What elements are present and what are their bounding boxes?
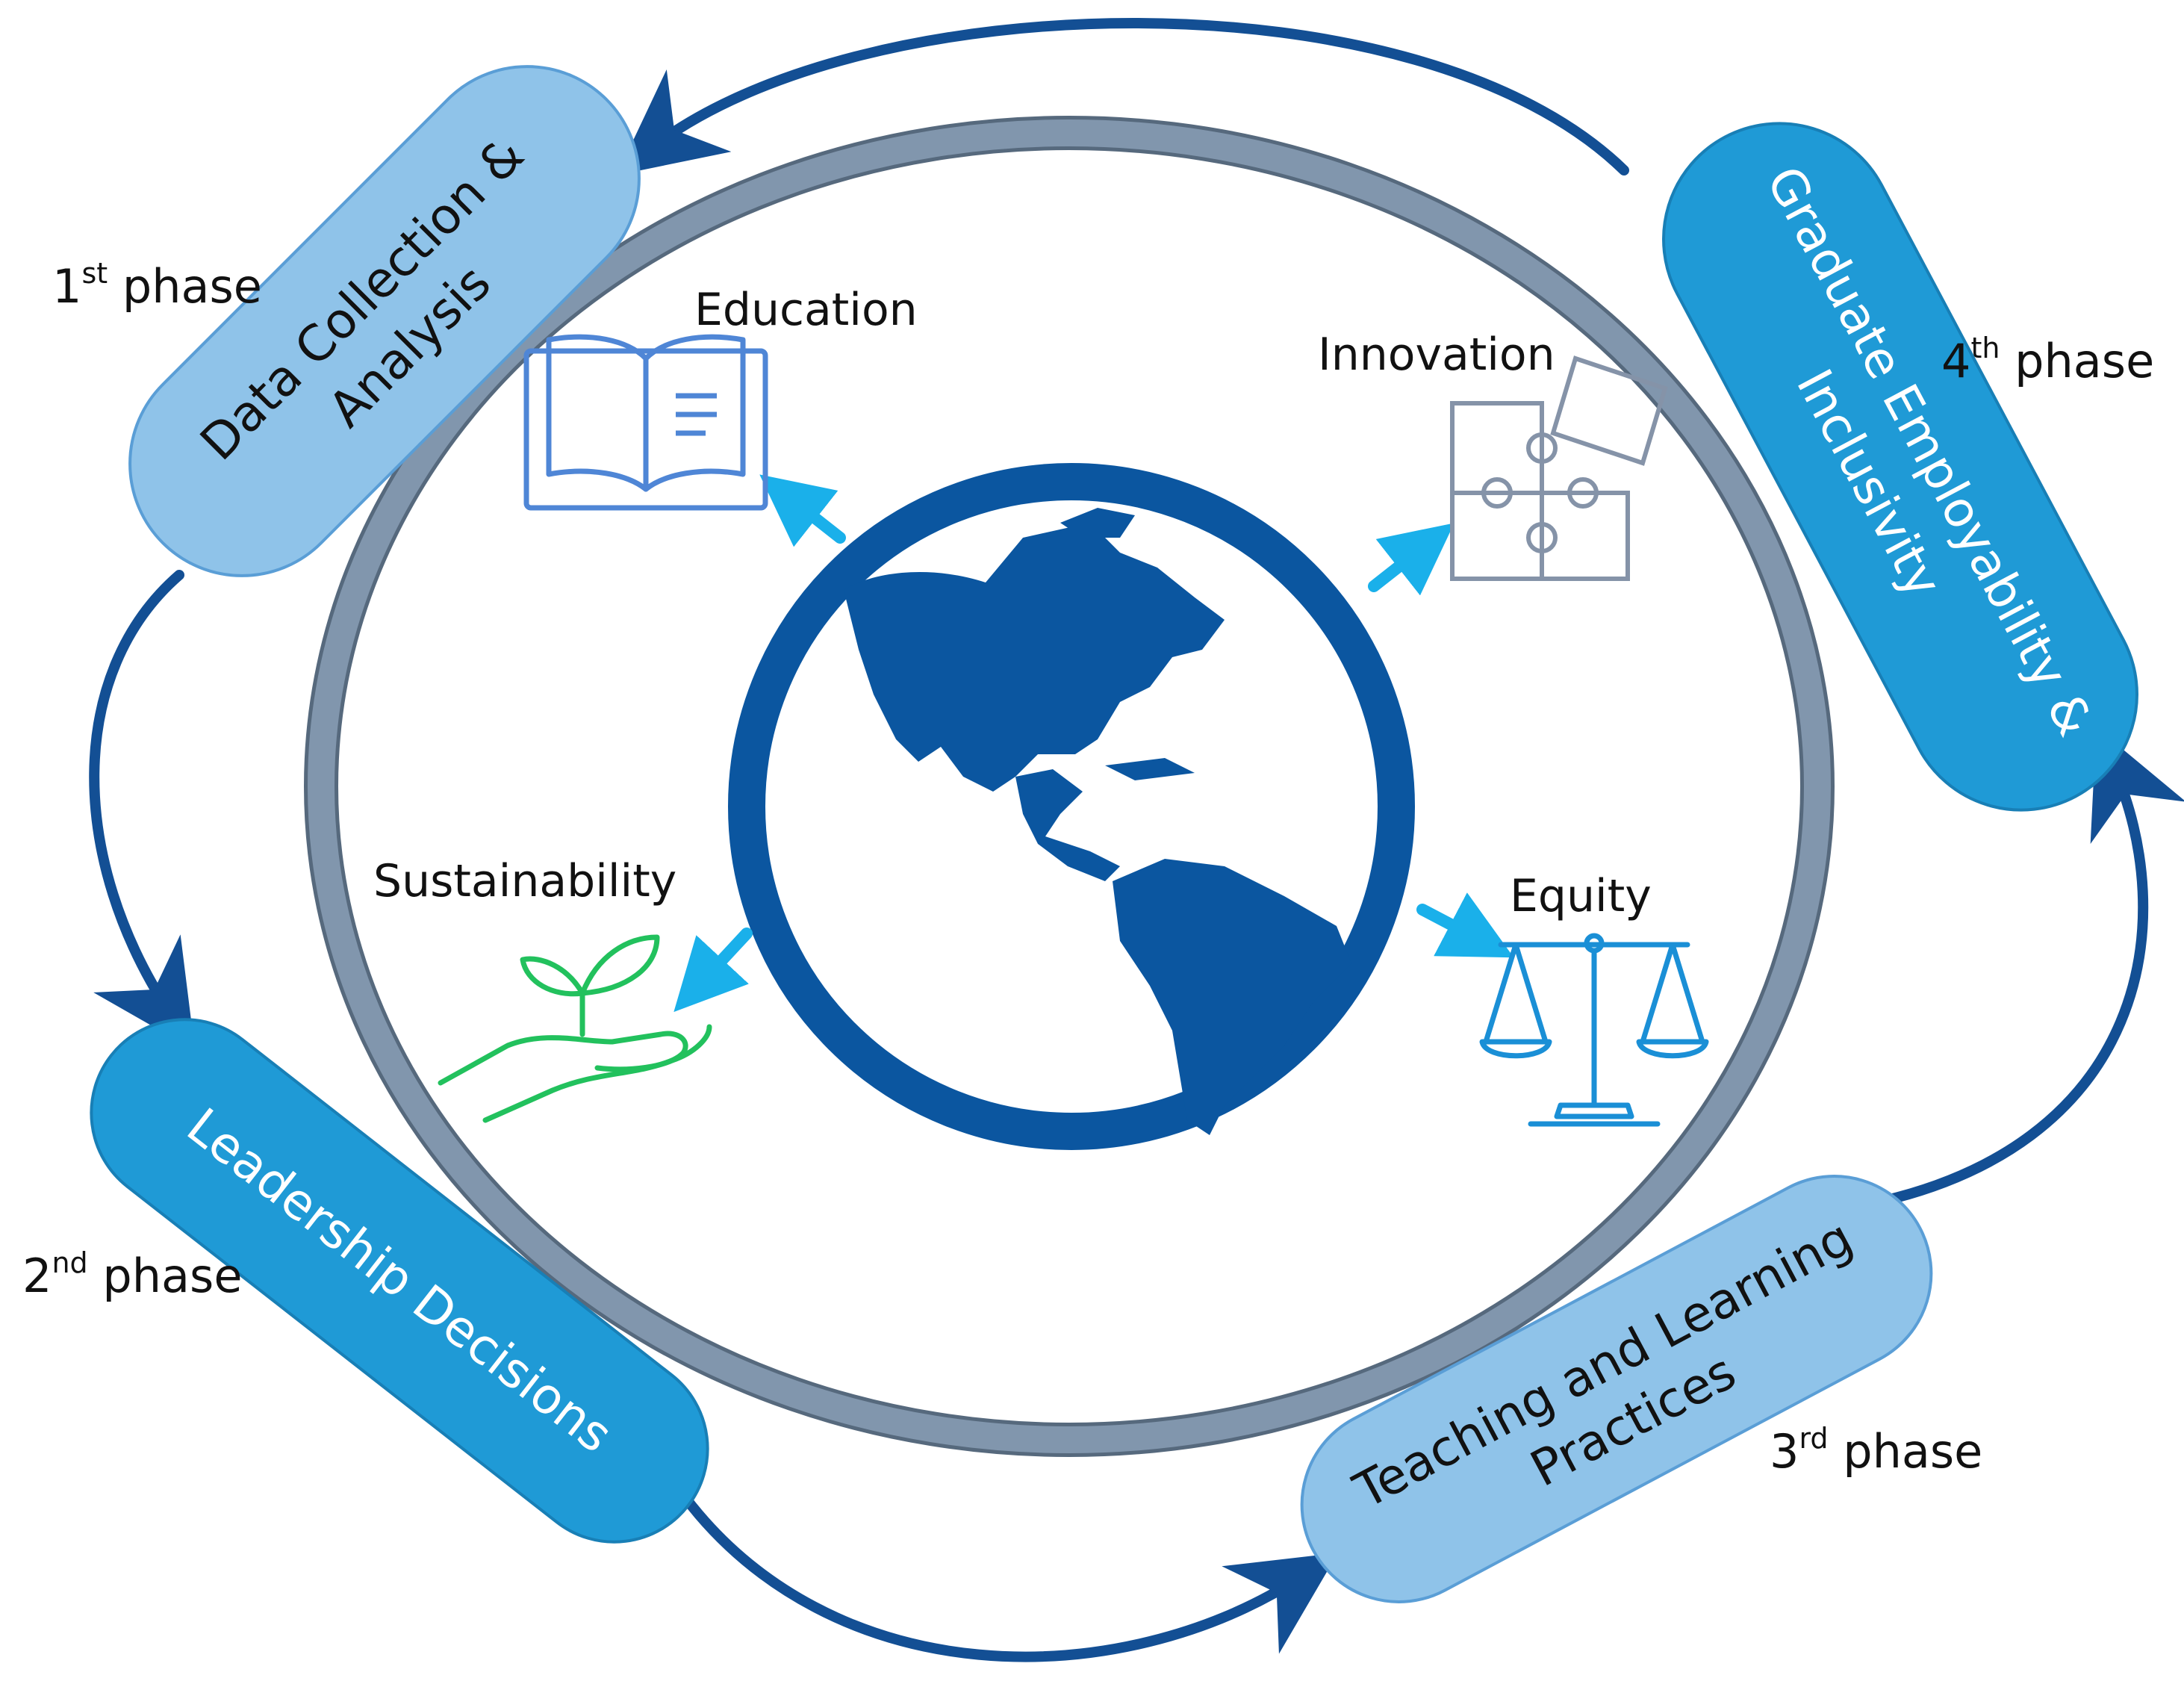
puzzle-pieces-icon [1450,355,1668,581]
phase2-word: phase [88,1249,243,1303]
arrow-phase3-to-phase4 [1854,727,2184,1211]
hand-with-plant-icon [438,934,712,1123]
arrow-phase1-to-phase2 [89,570,196,1051]
phase3-word: phase [1829,1424,1983,1479]
arrow-phase2-to-phase3 [674,1485,1338,1662]
education-label: Education [694,284,918,336]
phase3-number: 3 [1770,1424,1799,1479]
arrow-to-innovation [1368,523,1455,596]
phase3-label: 3rd phase [1770,1422,1982,1479]
open-book-icon [523,334,768,511]
phase3-suffix: rd [1799,1422,1828,1455]
phase1-label: 1st phase [52,257,262,314]
arrow-to-equity [1416,892,1514,958]
innovation-label: Innovation [1318,329,1555,381]
globe-icon [728,463,1415,1150]
outer-ring-fill [308,119,1831,1453]
balance-scale-icon [1479,933,1709,1127]
phase1-suffix: st [81,257,108,290]
phase4-suffix: th [1970,332,2000,364]
phase1-word: phase [108,259,262,314]
phase2-number: 2 [22,1249,52,1303]
arrow-phase4-to-phase1 [616,18,1629,175]
sustainability-label: Sustainability [373,855,676,907]
concept-arrows [673,474,1514,1013]
phase4-word: phase [2000,334,2154,388]
phase2-suffix: nd [52,1246,87,1279]
cycle-arrows [89,18,2184,1662]
phase4-number: 4 [1941,334,1970,388]
phase1-number: 1 [52,259,81,314]
phase4-label: 4th phase [1941,332,2154,388]
phase1-pill[interactable]: Data Collection & Analysis [84,20,685,622]
arrow-to-sustainability [673,928,753,1013]
arrow-to-education [759,474,846,547]
equity-label: Equity [1510,870,1652,922]
phase2-label: 2nd phase [22,1246,242,1303]
